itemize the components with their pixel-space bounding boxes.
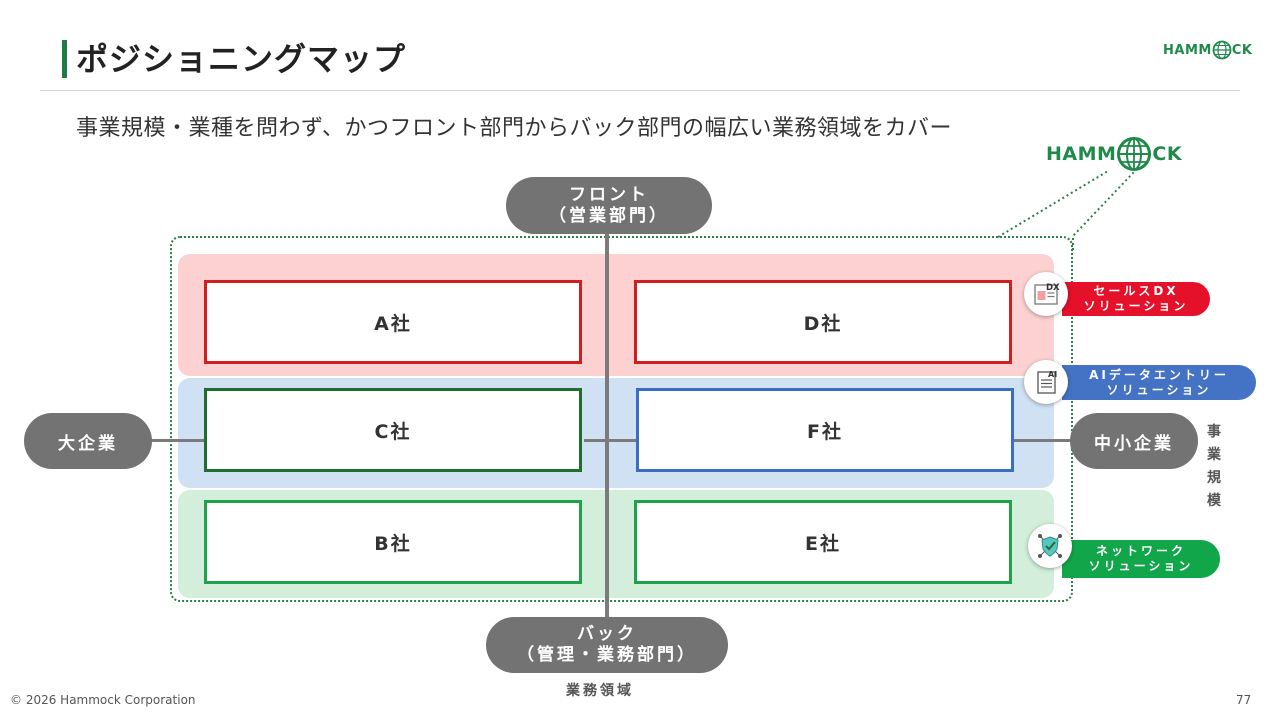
company-d-box: D社 — [634, 280, 1012, 364]
vertical-axis-line — [605, 232, 609, 620]
back-axis-pill: バック （管理・業務部門） — [486, 617, 728, 673]
company-e-box: E社 — [634, 500, 1012, 584]
horizontal-axis-line-left — [150, 439, 206, 442]
hammock-logo-small: HAMM CK — [1163, 40, 1252, 60]
network-tag-line1: ネットワーク — [1095, 544, 1186, 558]
front-axis-pill: フロント （営業部門） — [506, 177, 712, 234]
sales-dx-solution-tag: セールスDX ソリューション — [1062, 282, 1210, 316]
back-axis-sublabel: （管理・業務部門） — [517, 645, 697, 665]
front-axis-sublabel: （営業部門） — [549, 205, 669, 226]
network-tag-line2: ソリューション — [1088, 559, 1194, 573]
company-f-box: F社 — [636, 388, 1014, 472]
large-enterprise-pill: 大企業 — [24, 413, 152, 469]
network-shield-icon — [1028, 524, 1072, 568]
sales-dx-tag-line1: セールスDX — [1093, 284, 1179, 298]
svg-text:AI: AI — [1048, 370, 1057, 379]
horizontal-axis-line-center — [584, 439, 637, 442]
page-number: 77 — [1236, 693, 1252, 707]
page-title: ポジショニングマップ — [76, 40, 407, 78]
vertical-axis-title: 業務領域 — [566, 683, 634, 699]
ai-document-icon: AI — [1024, 360, 1068, 404]
logo-text-right: CK — [1152, 143, 1183, 165]
hammock-logo-large: HAMM CK — [1046, 136, 1182, 172]
horizontal-axis-line-right — [1013, 439, 1075, 442]
coverage-outline — [170, 236, 1073, 602]
ai-tag-line1: AIデータエントリー — [1089, 367, 1229, 382]
page-subtitle: 事業規模・業種を問わず、かつフロント部門からバック部門の幅広い業務領域をカバー — [76, 116, 952, 141]
logo-text-right: CK — [1231, 42, 1253, 58]
header-divider — [40, 90, 1240, 91]
globe-icon — [1117, 137, 1152, 171]
copyright-text: © 2026 Hammock Corporation — [10, 693, 196, 707]
small-enterprise-pill: 中小企業 — [1070, 413, 1198, 469]
horizontal-axis-title: 事業規模 — [1207, 424, 1221, 509]
logo-text-left: HAMM — [1163, 42, 1212, 58]
network-solution-tag: ネットワーク ソリューション — [1062, 540, 1220, 578]
company-b-box: B社 — [204, 500, 582, 584]
sales-dx-tag-line2: ソリューション — [1083, 299, 1189, 313]
svg-text:DX: DX — [1046, 283, 1060, 293]
ai-tag-line2: ソリューション — [1106, 382, 1212, 397]
globe-icon — [1212, 40, 1232, 60]
ai-data-entry-solution-tag: AIデータエントリー ソリューション — [1062, 365, 1256, 400]
title-accent-bar — [62, 40, 67, 78]
dx-document-icon: DX — [1024, 272, 1068, 316]
back-axis-label: バック — [577, 624, 637, 644]
logo-text-left: HAMM — [1046, 143, 1117, 165]
company-c-box: C社 — [204, 388, 582, 472]
company-a-box: A社 — [204, 280, 582, 364]
front-axis-label: フロント — [569, 184, 649, 205]
